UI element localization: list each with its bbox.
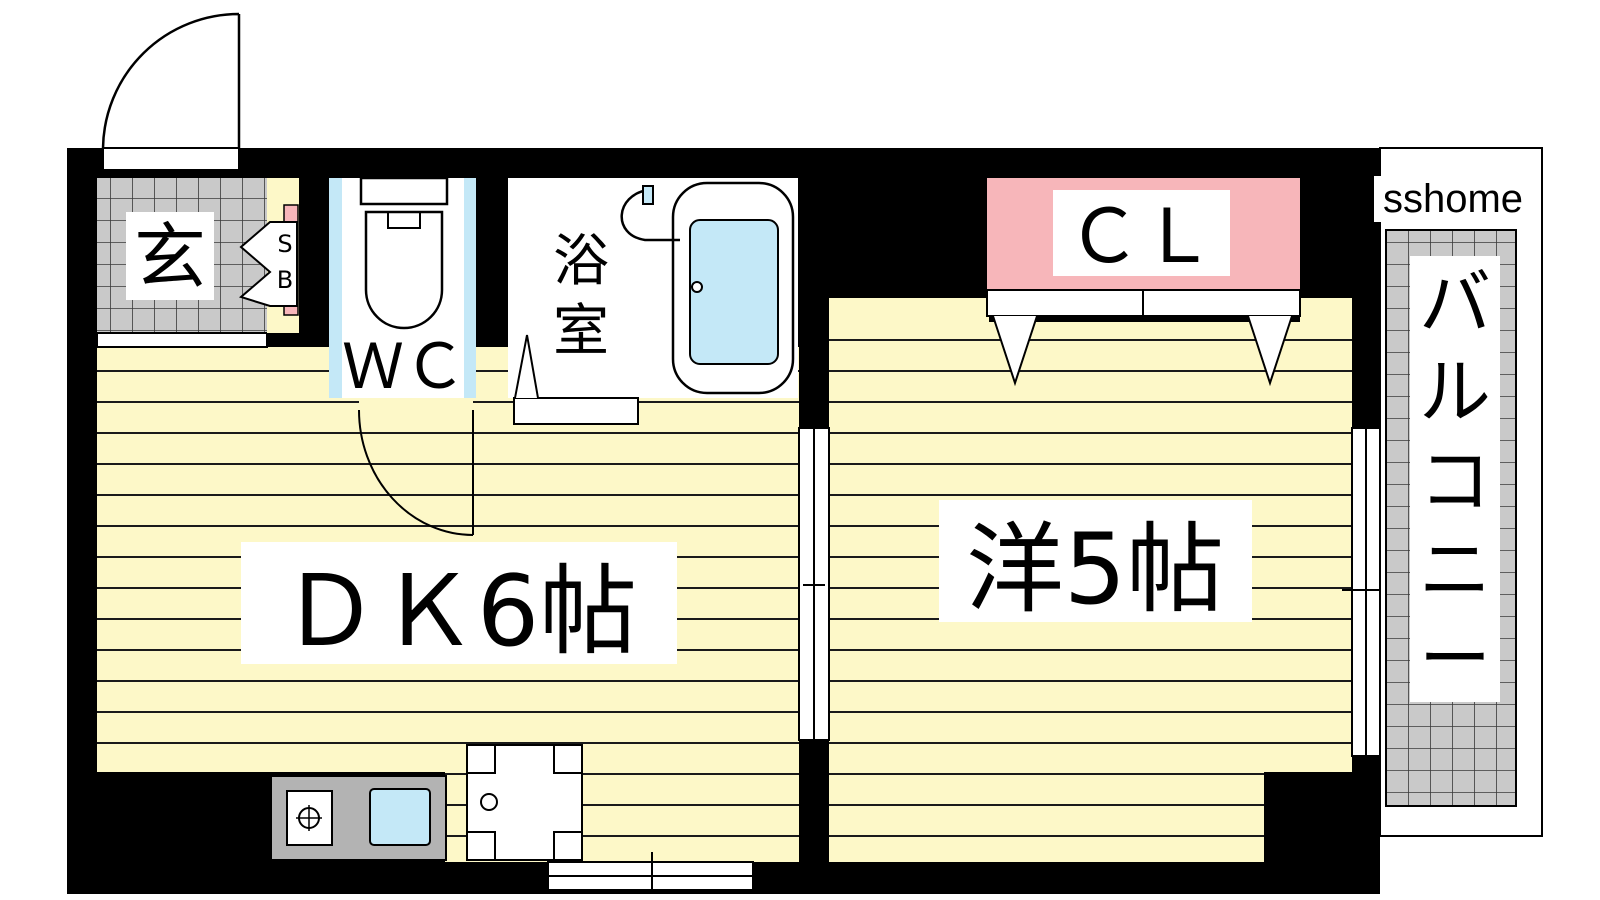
entrance-door-sill	[102, 147, 240, 171]
western-room-label: 洋5帖	[966, 513, 1224, 627]
dining-kitchen-label: ＤＫ6帖	[281, 555, 637, 669]
balcony-label-1: バ	[1419, 261, 1491, 345]
balcony-label-2: ル	[1419, 350, 1491, 434]
closet-label-bg	[1053, 190, 1230, 276]
dining-kitchen-label-bg	[241, 542, 677, 664]
western-room-label-bg	[939, 500, 1252, 622]
fridge-corner-tr	[553, 744, 583, 774]
entrance-label-bg	[126, 212, 214, 300]
bath-label-1: 浴	[553, 229, 609, 294]
toilet-label: ＷＣ	[342, 330, 466, 403]
toilet-door-gap	[359, 400, 473, 426]
shower-head	[642, 185, 654, 205]
shower-hose	[620, 188, 680, 242]
washer-drain	[480, 793, 498, 811]
toilet-tank	[359, 176, 449, 206]
entrance-door-swing	[101, 12, 241, 149]
fridge-corner-br	[553, 831, 583, 861]
sink	[369, 788, 431, 846]
shoe-box-label-b: B	[277, 266, 293, 294]
fridge-corner-tl	[466, 744, 496, 774]
bathtub-drain	[691, 281, 703, 293]
watermark: sshome	[1383, 177, 1523, 221]
shoe-box-marker	[238, 221, 298, 307]
closet-door-left	[992, 315, 1038, 387]
watermark-bg	[1374, 176, 1532, 222]
balcony-label-4: ニ	[1419, 528, 1491, 612]
bath-label-bg	[544, 218, 618, 358]
bath-door-marker	[514, 334, 539, 399]
shoe-box-label-s: S	[277, 230, 292, 258]
kitchen-counter-wall	[97, 772, 257, 894]
closet-door-right	[1247, 315, 1293, 387]
fridge-corner-bl	[466, 831, 496, 861]
bathtub-water	[689, 219, 779, 365]
balcony-label-bg	[1410, 256, 1500, 702]
bath-label-2: 室	[553, 299, 609, 364]
western-corner-wall	[1264, 772, 1352, 862]
entrance-step	[96, 332, 268, 348]
closet-label: ＣＬ	[1067, 194, 1215, 280]
toilet-door-swing	[358, 409, 474, 536]
toilet-seat	[387, 212, 421, 229]
balcony-label-5: ー	[1419, 617, 1491, 701]
western-closet-gap-right	[1300, 298, 1352, 322]
toilet-bowl	[364, 210, 444, 330]
entrance-label: 玄	[134, 215, 206, 299]
western-closet-gap	[829, 298, 989, 322]
bath-sill	[513, 397, 639, 425]
balcony-label-3: コ	[1419, 439, 1491, 523]
